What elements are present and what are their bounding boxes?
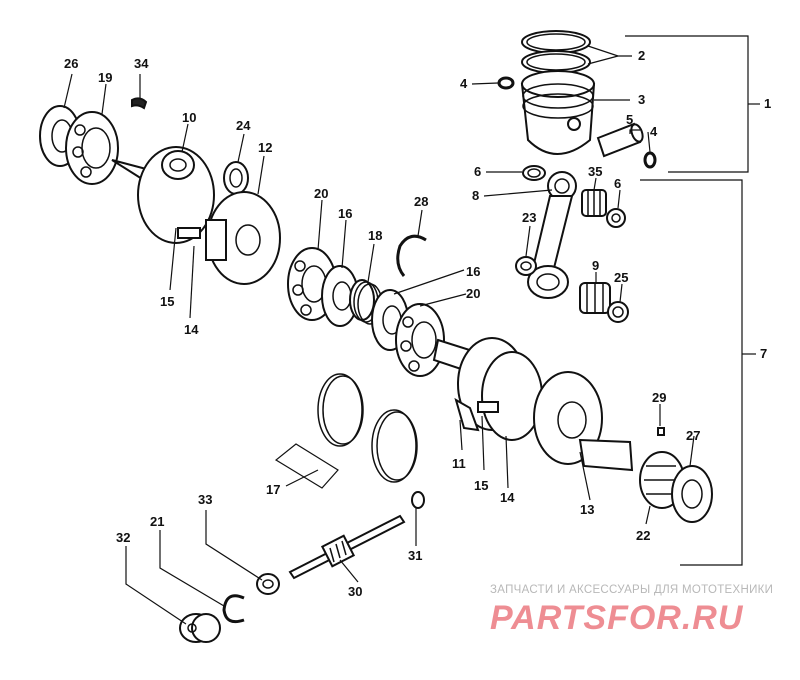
callout-7: 7 <box>760 346 767 361</box>
output-shaft <box>578 438 634 472</box>
small-end-washer-right <box>606 208 626 228</box>
connecting-rod <box>527 171 577 299</box>
gear-shaft <box>288 514 406 580</box>
big-end-needle-bearing <box>579 282 611 314</box>
piston-pin <box>596 122 644 158</box>
gasket-set-plane <box>274 443 339 489</box>
callout-32: 32 <box>116 530 130 545</box>
callout-16-left: 16 <box>338 206 352 221</box>
callout-14-left: 14 <box>184 322 199 337</box>
callout-14-right: 14 <box>500 490 515 505</box>
callout-34: 34 <box>134 56 149 71</box>
callout-27: 27 <box>686 428 700 443</box>
callout-21: 21 <box>150 514 164 529</box>
leader-lines <box>63 45 695 625</box>
piston <box>520 70 596 155</box>
gasket-ring-upper <box>317 373 364 447</box>
callout-22: 22 <box>636 528 650 543</box>
group-bracket-1 <box>625 35 760 173</box>
flywheel-right <box>454 337 543 441</box>
piston-pin-clip-left <box>497 76 515 90</box>
flywheel-left <box>111 146 215 244</box>
callout-26: 26 <box>64 56 78 71</box>
gear-lower <box>179 613 221 643</box>
crank-pin-left <box>177 227 201 239</box>
oil-seal-right <box>671 465 713 523</box>
callout-2: 2 <box>638 48 645 63</box>
group-bracket-7 <box>640 179 756 566</box>
callout-6-piston: 6 <box>474 164 481 179</box>
callout-5: 5 <box>626 112 633 127</box>
circlip-lower <box>222 594 245 624</box>
small-end-washer <box>522 165 546 181</box>
callout-9: 9 <box>592 258 599 273</box>
piston-ring-second <box>521 50 591 74</box>
piston-pin-clip-right <box>643 151 657 169</box>
small-end-needle-bearing <box>581 189 607 217</box>
callout-4-left: 4 <box>460 76 468 91</box>
callout-19: 19 <box>98 70 112 85</box>
big-end-washer-left <box>515 256 537 276</box>
woodruff-key <box>131 97 148 110</box>
callout-6-rod: 6 <box>614 176 621 191</box>
callout-3: 3 <box>638 92 645 107</box>
callout-15-right: 15 <box>474 478 488 493</box>
callout-18: 18 <box>368 228 382 243</box>
callout-10: 10 <box>182 110 196 125</box>
washer-shaft-end <box>411 491 425 509</box>
callout-15-left: 15 <box>160 294 174 309</box>
callout-13: 13 <box>580 502 594 517</box>
circlip-center <box>396 234 427 277</box>
callout-31: 31 <box>408 548 422 563</box>
callout-28: 28 <box>414 194 428 209</box>
main-bearing-left <box>65 111 119 185</box>
callout-12: 12 <box>258 140 272 155</box>
shaft-key-right <box>657 427 665 436</box>
big-end-washer-right <box>607 301 629 323</box>
bushing-small <box>256 573 280 595</box>
callout-4-right: 4 <box>650 124 658 139</box>
watermark-logo: PARTSFOR.RU <box>490 599 744 636</box>
callout-20-left: 20 <box>314 186 328 201</box>
callout-29: 29 <box>652 390 666 405</box>
piston-ring-top <box>521 30 591 54</box>
callout-16-right: 16 <box>466 264 480 279</box>
callout-23: 23 <box>522 210 536 225</box>
watermark-tagline: ЗАПЧАСТИ И АКСЕССУАРЫ ДЛЯ МОТОТЕХНИКИ <box>490 584 774 596</box>
gasket-ring-lower <box>371 409 418 483</box>
callout-25: 25 <box>614 270 628 285</box>
callout-8: 8 <box>472 188 479 203</box>
crank-pin-right <box>477 401 499 413</box>
callout-numbers: 1 2 3 4 4 5 6 6 7 8 9 10 11 12 13 14 14 … <box>64 48 771 599</box>
watermark-logo-text: PARTSFOR.RU <box>490 599 744 636</box>
callout-30: 30 <box>348 584 362 599</box>
callout-20-right: 20 <box>466 286 480 301</box>
main-bearing-center-right <box>395 303 445 377</box>
callout-17: 17 <box>266 482 280 497</box>
callout-1: 1 <box>764 96 771 111</box>
callout-33: 33 <box>198 492 212 507</box>
flywheel-plate-left <box>205 191 281 285</box>
callout-11: 11 <box>452 456 466 471</box>
callout-24: 24 <box>236 118 251 133</box>
shim-left <box>223 161 249 195</box>
callout-35: 35 <box>588 164 602 179</box>
